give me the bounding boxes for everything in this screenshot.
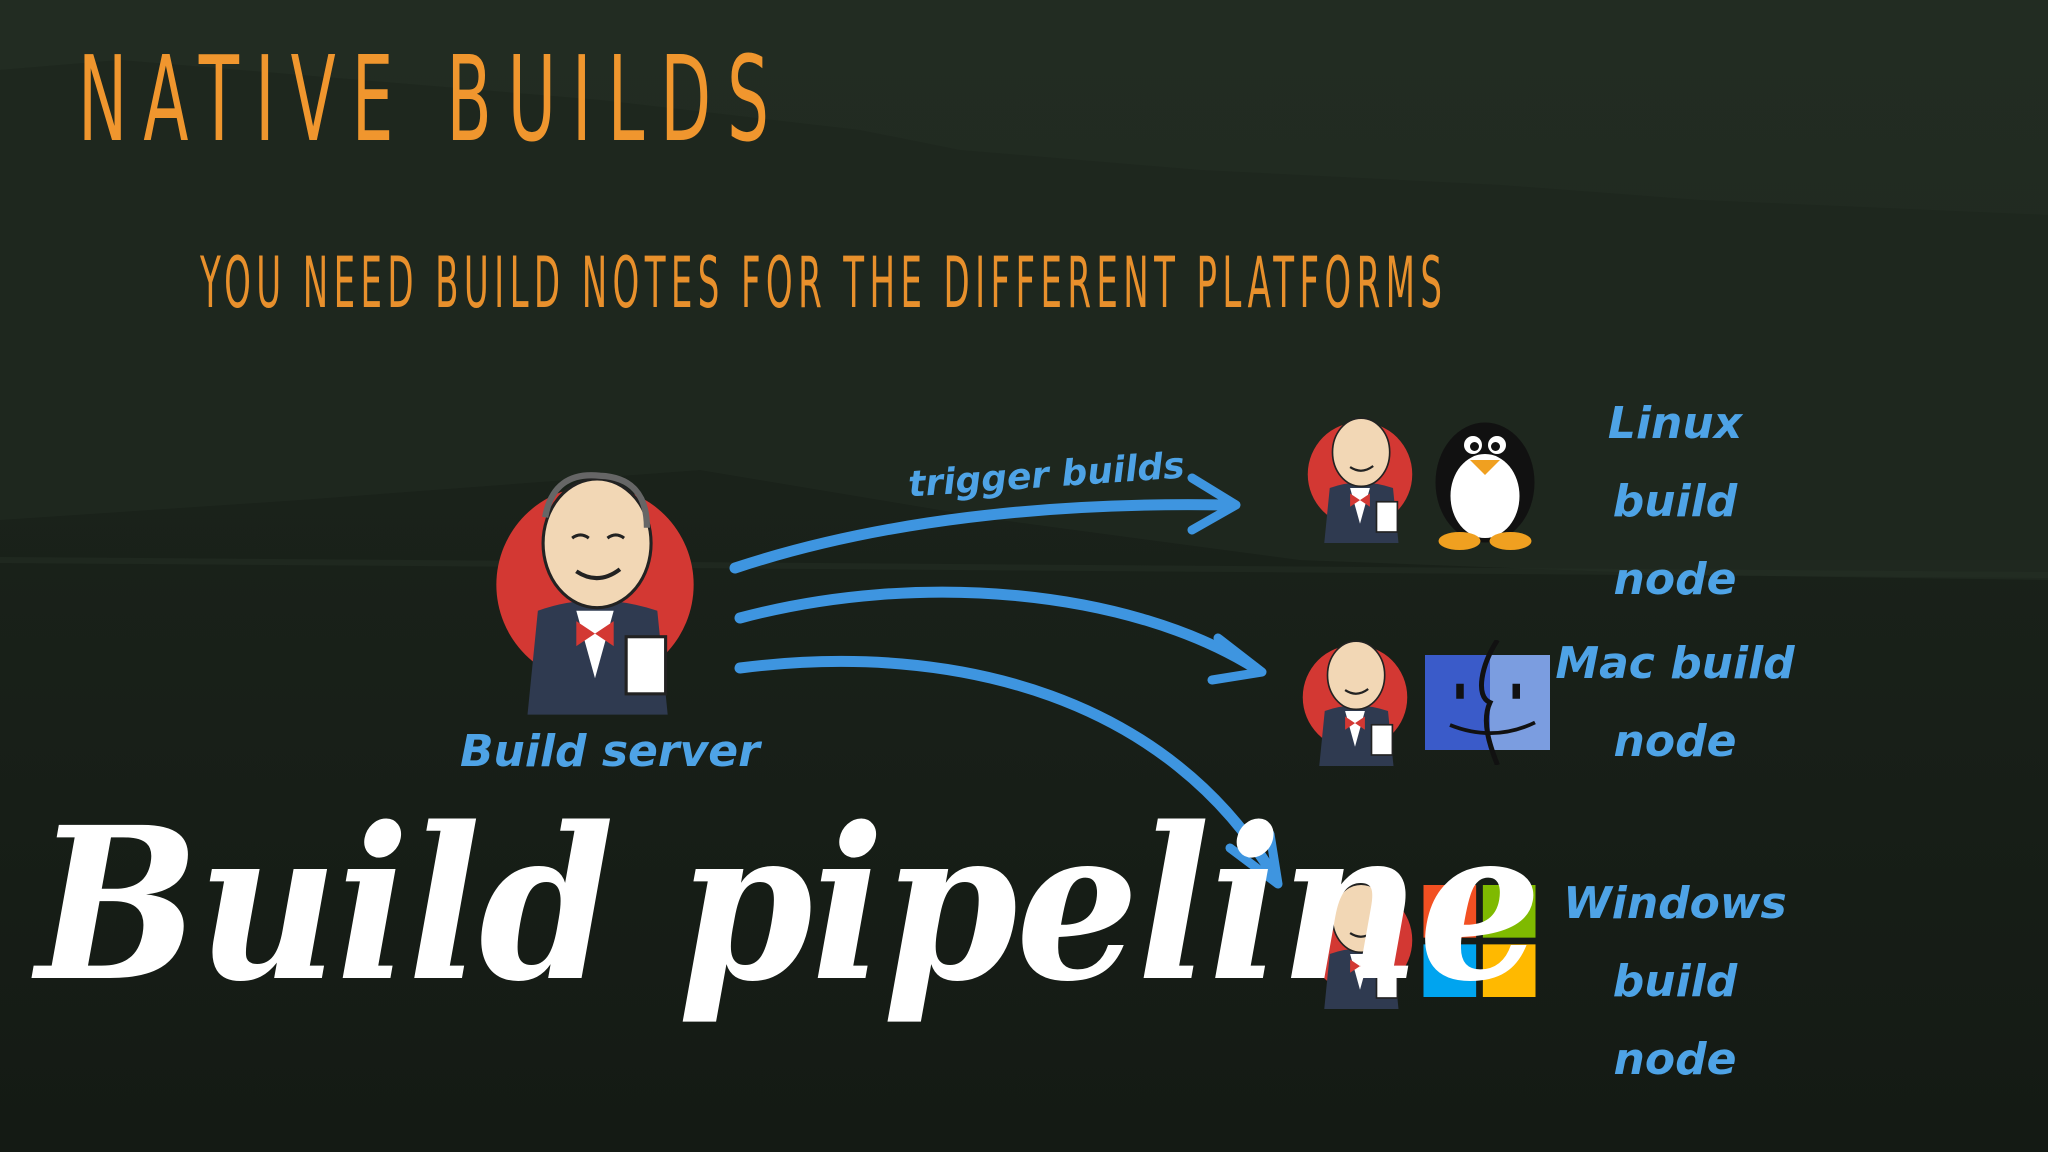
arrow-to-linux	[729, 499, 1231, 574]
linux-node-label: Linux build node	[1555, 385, 1795, 619]
build-server-label: Build server	[460, 726, 760, 777]
linux-node-line2: node	[1613, 554, 1737, 605]
jenkins-node-icon	[1307, 883, 1413, 1009]
jenkins-butler-icon	[496, 472, 694, 715]
jenkins-node-icon	[1307, 417, 1413, 543]
arrow-to-windows	[734, 655, 1281, 884]
build-pipeline-caption: Build pipeline	[36, 781, 1542, 1028]
tux-penguin-icon	[1435, 422, 1535, 550]
mac-node-line2: node	[1613, 716, 1737, 767]
windows-node-line2: build node	[1612, 956, 1738, 1085]
slide-title: NATIVE BUILDS	[78, 30, 786, 168]
mac-node-line1: Mac build	[1555, 638, 1795, 689]
windows-logo-icon	[1423, 885, 1536, 997]
linux-node-line1: Linux build	[1607, 398, 1743, 527]
windows-node-line1: Windows	[1563, 878, 1787, 929]
mac-node-label: Mac build node	[1555, 625, 1795, 781]
jenkins-node-icon	[1302, 640, 1408, 766]
windows-node-label: Windows build node	[1550, 865, 1800, 1099]
slide-subtitle: YOU NEED BUILD NOTES FOR THE DIFFERENT P…	[200, 242, 1448, 324]
mac-finder-icon	[1425, 640, 1550, 765]
arrow-to-mac	[734, 586, 1261, 674]
